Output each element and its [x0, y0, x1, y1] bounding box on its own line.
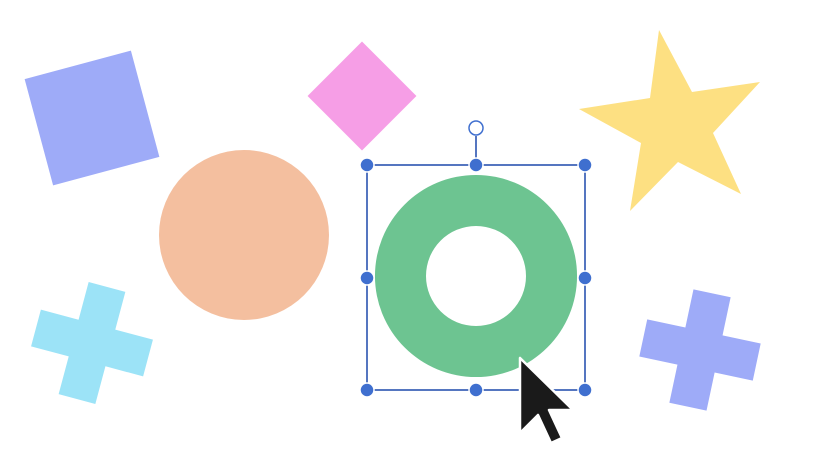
resize-handle-bottom-left[interactable] — [359, 382, 375, 398]
rotate-handle[interactable] — [468, 120, 484, 136]
selection-box — [359, 120, 593, 398]
resize-handle-top-right[interactable] — [577, 157, 593, 173]
cross-left-shape[interactable] — [21, 272, 163, 414]
square-shape[interactable] — [24, 50, 160, 186]
diamond-shape[interactable] — [307, 41, 417, 151]
resize-handle-top-left[interactable] — [359, 157, 375, 173]
resize-handle-middle-left[interactable] — [359, 270, 375, 286]
ring-shape[interactable] — [374, 174, 578, 377]
star-shape[interactable] — [579, 30, 760, 211]
circle-shape[interactable] — [159, 150, 329, 320]
arrow-pointer-icon — [518, 356, 575, 445]
resize-handle-top-middle[interactable] — [468, 157, 484, 173]
resize-handle-middle-right[interactable] — [577, 270, 593, 286]
resize-handle-bottom-middle[interactable] — [468, 382, 484, 398]
cross-right-shape[interactable] — [631, 281, 769, 419]
resize-handle-bottom-right[interactable] — [577, 382, 593, 398]
